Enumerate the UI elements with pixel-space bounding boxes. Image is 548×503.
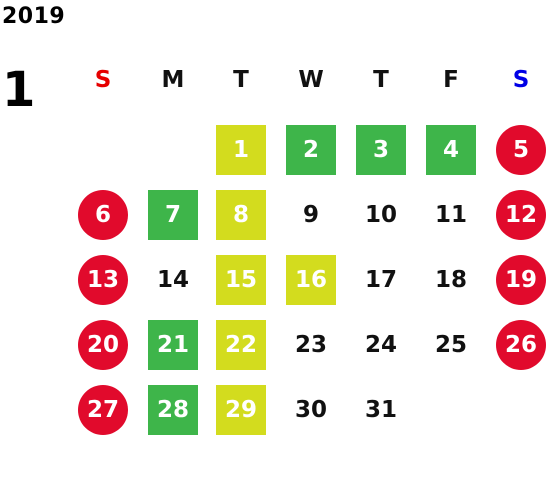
calendar-day-4[interactable]: 4 <box>426 125 476 175</box>
calendar-day-23[interactable]: 23 <box>294 332 327 358</box>
calendar-day-25[interactable]: 25 <box>434 332 467 358</box>
calendar-day-6[interactable]: 6 <box>78 190 128 240</box>
weekday-header-sun: S <box>94 67 112 93</box>
calendar-day-19[interactable]: 19 <box>496 255 546 305</box>
calendar-day-12[interactable]: 12 <box>496 190 546 240</box>
weekday-header-fri: F <box>443 67 459 93</box>
weekday-header-sat: S <box>512 67 530 93</box>
calendar-day-1[interactable]: 1 <box>216 125 266 175</box>
calendar-day-30[interactable]: 30 <box>294 397 327 423</box>
calendar-day-31[interactable]: 31 <box>364 397 397 423</box>
year-label: 2019 <box>2 4 66 29</box>
calendar-day-17[interactable]: 17 <box>364 267 397 293</box>
calendar-day-21[interactable]: 21 <box>148 320 198 370</box>
calendar-day-10[interactable]: 10 <box>364 202 397 228</box>
calendar-day-18[interactable]: 18 <box>434 267 467 293</box>
weekday-header-mon: M <box>161 67 185 93</box>
calendar-day-22[interactable]: 22 <box>216 320 266 370</box>
calendar-day-13[interactable]: 13 <box>78 255 128 305</box>
calendar-day-24[interactable]: 24 <box>364 332 397 358</box>
calendar-day-8[interactable]: 8 <box>216 190 266 240</box>
calendar-day-26[interactable]: 26 <box>496 320 546 370</box>
calendar-day-29[interactable]: 29 <box>216 385 266 435</box>
calendar-day-7[interactable]: 7 <box>148 190 198 240</box>
month-number: 1 <box>2 62 36 118</box>
calendar-day-28[interactable]: 28 <box>148 385 198 435</box>
calendar-day-16[interactable]: 16 <box>286 255 336 305</box>
calendar-day-15[interactable]: 15 <box>216 255 266 305</box>
calendar-day-11[interactable]: 11 <box>434 202 467 228</box>
weekday-header-wed: W <box>298 67 324 93</box>
calendar-day-3[interactable]: 3 <box>356 125 406 175</box>
calendar-day-14[interactable]: 14 <box>156 267 189 293</box>
weekday-header-tue: T <box>233 67 249 93</box>
calendar-day-27[interactable]: 27 <box>78 385 128 435</box>
calendar-day-20[interactable]: 20 <box>78 320 128 370</box>
calendar-day-5[interactable]: 5 <box>496 125 546 175</box>
weekday-header-thu: T <box>373 67 389 93</box>
calendar-day-9[interactable]: 9 <box>302 202 319 228</box>
calendar-day-2[interactable]: 2 <box>286 125 336 175</box>
